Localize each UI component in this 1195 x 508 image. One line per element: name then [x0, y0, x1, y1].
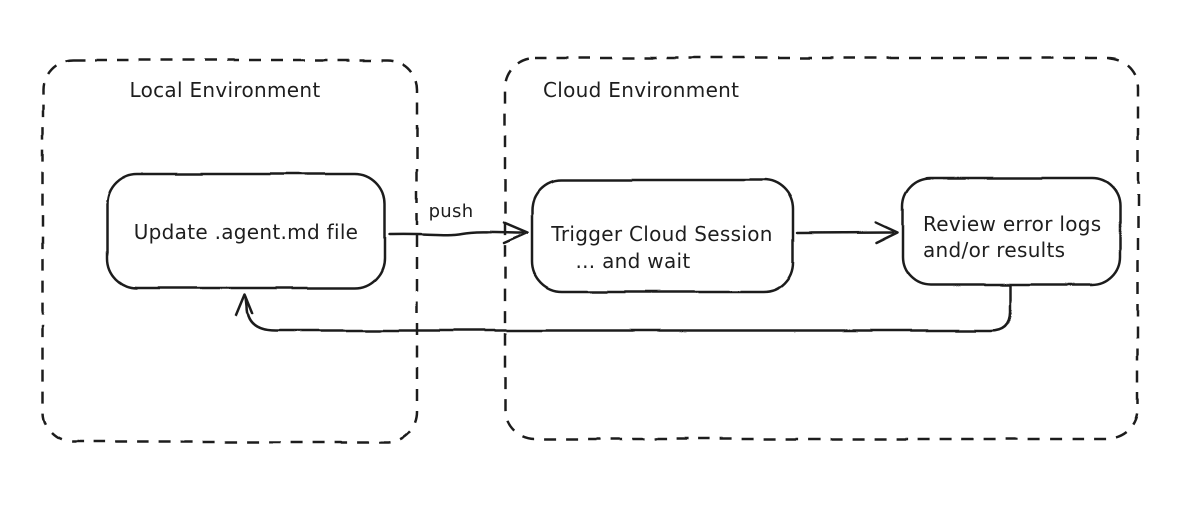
node-trigger-cloud-session-label-line1: Trigger Cloud Session	[550, 222, 772, 246]
node-trigger-cloud-session-box	[530, 178, 795, 294]
node-review-results-label-line1: Review error logs	[923, 212, 1102, 236]
node-trigger-cloud-session-label-line2: ... and wait	[575, 249, 690, 273]
cloud-environment-label: Cloud Environment	[543, 78, 739, 102]
push-edge-label: push	[429, 201, 474, 222]
feedback-arrow	[235, 284, 1012, 332]
node-update-agent-md-box	[105, 172, 387, 290]
local-environment-container	[41, 58, 419, 444]
node-update-agent-md-label: Update .agent.md file	[134, 220, 359, 244]
node-review-results-box	[901, 176, 1122, 287]
trigger-to-review-arrow	[795, 221, 899, 245]
local-environment-label: Local Environment	[130, 78, 321, 102]
node-review-results-label-line2: and/or results	[923, 238, 1065, 262]
cloud-environment-container	[503, 56, 1140, 441]
push-arrow	[388, 221, 529, 245]
